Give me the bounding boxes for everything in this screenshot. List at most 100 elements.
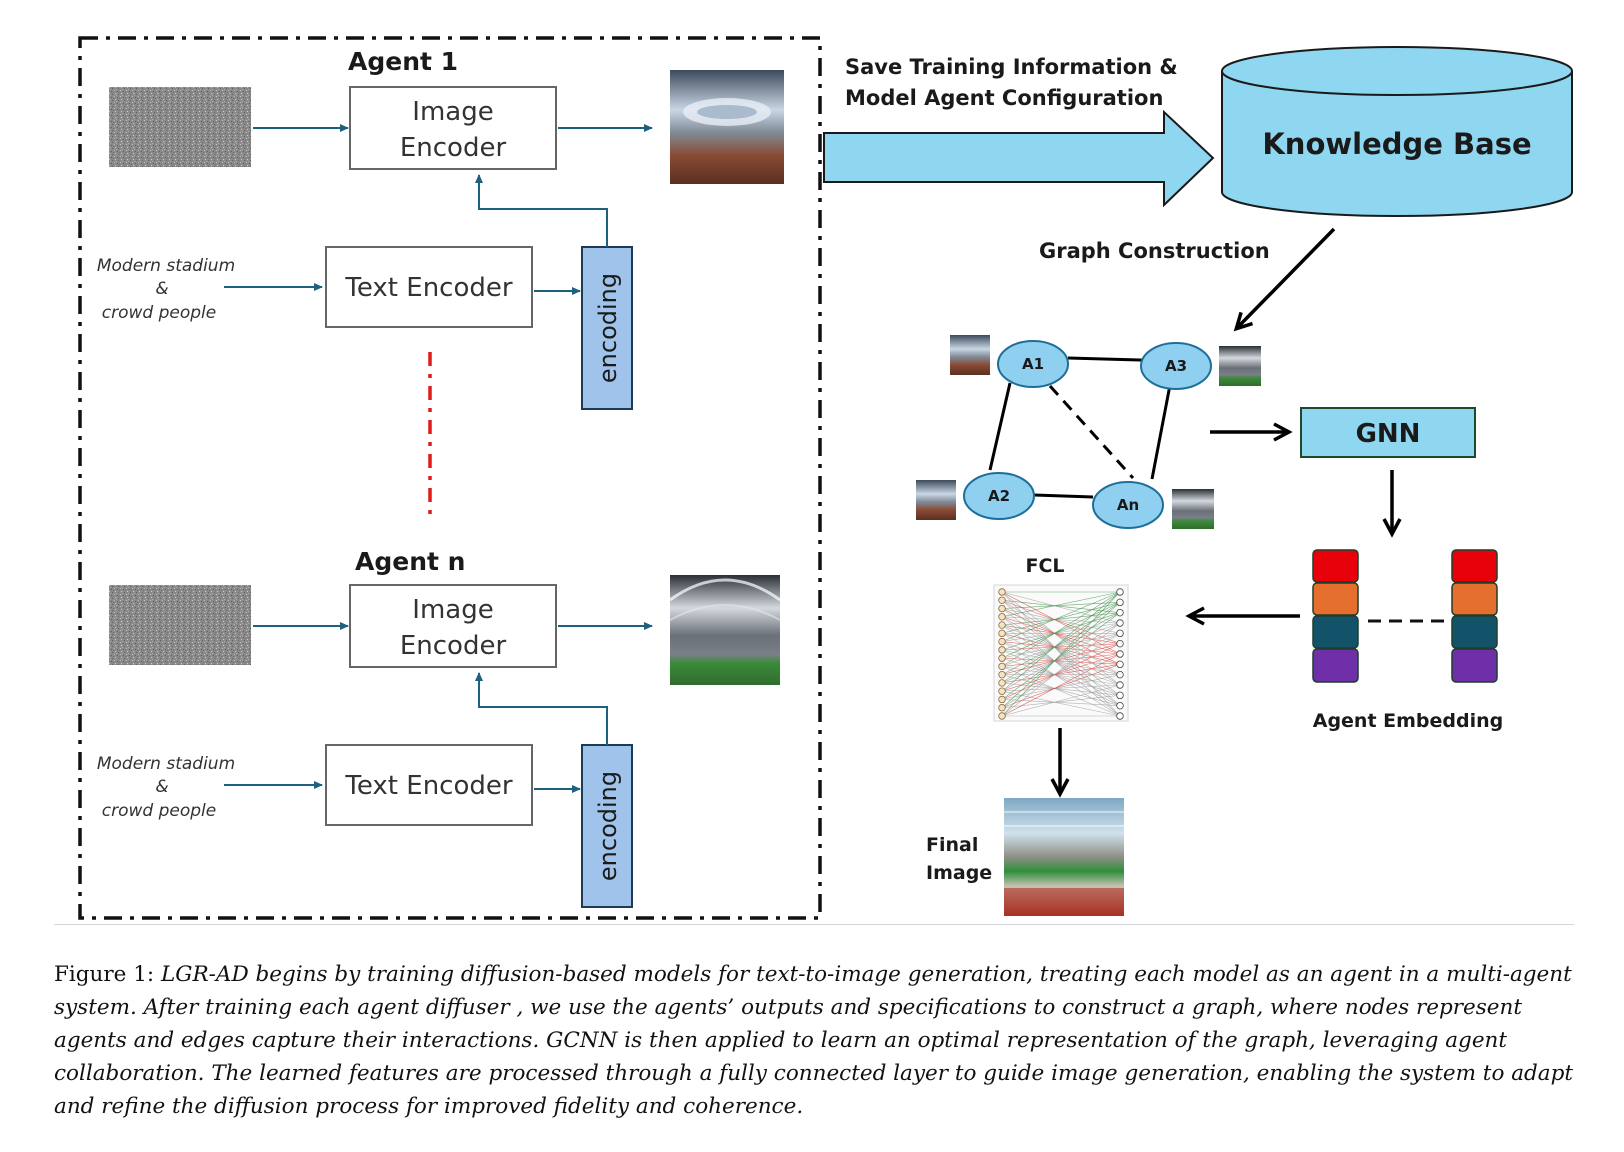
caption-label: Figure 1:	[54, 962, 155, 987]
encoding-box-1	[581, 246, 633, 410]
fcl-output-neuron	[1116, 639, 1124, 648]
caption-text: LGR-AD begins by training diffusion-base…	[54, 962, 1574, 1119]
fcl-input-neuron	[998, 662, 1006, 671]
arrow-kb-to-graph	[1233, 227, 1336, 332]
final-image-label-line1: Final	[926, 834, 978, 856]
fcl-network	[993, 584, 1129, 722]
text-encoder-label-1: Text Encoder	[344, 273, 512, 303]
text-encoder-box-n	[325, 744, 533, 826]
fcl-connection	[1001, 653, 1121, 717]
fcl-output-neuron	[1116, 619, 1124, 627]
agent-embedding-label: Agent Embedding	[1313, 710, 1504, 732]
fcl-input-neuron	[998, 687, 1006, 695]
thumbnail-a2	[916, 480, 956, 520]
fcl-input-neuron	[998, 588, 1006, 596]
fcl-output-neuron	[1116, 691, 1124, 700]
fcl-connection	[1001, 602, 1121, 708]
image-encoder-label-1-line1: Image	[412, 97, 493, 127]
fcl-input-neuron	[998, 604, 1006, 613]
stadium-output-image-1	[670, 70, 784, 184]
encoding-label-n: encoding	[594, 771, 622, 881]
noise-image-1	[109, 87, 251, 167]
gnn-box	[1300, 407, 1476, 458]
fcl-connection	[1001, 599, 1121, 613]
fcl-connection	[1001, 602, 1121, 659]
fcl-input-neuron	[998, 629, 1006, 638]
embedding-column-2	[1451, 549, 1498, 683]
fcl-input-neuron	[998, 695, 1006, 704]
gnn-label: GNN	[1356, 419, 1421, 449]
fcl-output-neuron	[1116, 701, 1124, 710]
fcl-connection	[1001, 591, 1121, 717]
fcl-connection	[1001, 591, 1121, 624]
image-encoder-box-1	[349, 86, 557, 170]
fcl-connection	[1001, 684, 1121, 717]
fcl-input-neuron	[998, 704, 1006, 712]
thumbnail-a1	[950, 335, 990, 375]
embedding-cell-4	[1451, 648, 1498, 683]
agent-1-block: Agent 1 Image Encoder Modern stadium & c…	[97, 47, 784, 410]
fcl-connection	[1001, 591, 1121, 618]
embedding-cell-2	[1312, 582, 1359, 616]
edge-a3-an	[1150, 384, 1172, 480]
fcl-output-neuron	[1116, 629, 1124, 638]
fcl-input-neuron	[998, 621, 1006, 629]
prompt-1-line3: crowd people	[102, 303, 216, 323]
fcl-connection	[1001, 591, 1121, 642]
image-encoder-box-n	[349, 584, 557, 668]
arrow-encoding-to-image-encoder-1	[475, 174, 608, 247]
prompt-n-line3: crowd people	[102, 801, 216, 821]
thumbnail-a3	[1219, 346, 1261, 386]
fcl-input-neuron	[998, 646, 1006, 654]
prompt-1-line1: Modern stadium	[97, 256, 235, 276]
fcl-input-neuron	[998, 679, 1006, 687]
node-a2	[963, 472, 1035, 520]
image-encoder-label-n-line2: Encoder	[400, 631, 507, 661]
arrow-encoding-to-image-encoder-n	[475, 672, 608, 745]
knowledge-base-cylinder: Knowledge Base	[1221, 46, 1573, 217]
encoding-label-1: encoding	[594, 273, 622, 383]
fcl-output-neuron	[1116, 681, 1124, 689]
figure-caption: Figure 1: LGR-AD begins by training diff…	[54, 958, 1584, 1123]
fcl-input-neuron	[998, 596, 1006, 604]
node-a1	[997, 340, 1069, 388]
fcl-input-neuron	[998, 613, 1006, 621]
embedding-cell-3	[1312, 615, 1359, 649]
fcl-connection	[1001, 612, 1121, 626]
knowledge-base-label: Knowledge Base	[1262, 127, 1531, 161]
embedding-cell-1	[1451, 549, 1498, 583]
final-image	[1004, 798, 1124, 916]
edge-a1-an-dashed	[1048, 384, 1135, 480]
agent-1-title: Agent 1	[348, 47, 458, 76]
fcl-connection	[1001, 616, 1121, 624]
node-an	[1092, 481, 1164, 529]
edge-a2-an	[1033, 493, 1094, 499]
fcl-connection	[1001, 612, 1121, 675]
save-arrow-label-line2: Model Agent Configuration	[845, 86, 1163, 110]
fcl-connection	[1001, 591, 1121, 692]
embedding-cell-4	[1312, 648, 1359, 683]
fcl-output-neuron	[1116, 660, 1124, 669]
fcl-output-neuron	[1116, 650, 1124, 658]
fcl-input-neuron	[998, 712, 1006, 720]
fcl-input-neuron	[998, 670, 1006, 679]
agent-n-title: Agent n	[355, 547, 465, 576]
text-encoder-box-1	[325, 246, 533, 328]
fcl-connection	[1001, 591, 1121, 667]
prompt-n-line1: Modern stadium	[97, 754, 235, 774]
fcl-output-neuron	[1116, 608, 1124, 617]
fcl-connection	[1001, 622, 1121, 642]
image-encoder-label-n-line1: Image	[412, 595, 493, 625]
embedding-cell-3	[1451, 615, 1498, 649]
agents-panel-border	[78, 36, 822, 920]
image-encoder-label-1-line2: Encoder	[400, 133, 507, 163]
node-label-a2: A2	[988, 487, 1010, 505]
noise-image-n	[109, 585, 251, 665]
fcl-connection	[1001, 622, 1121, 667]
fcl-output-neuron	[1116, 712, 1124, 720]
fcl-connection	[1001, 622, 1121, 717]
fcl-label: FCL	[1025, 555, 1064, 577]
node-a3	[1140, 342, 1212, 390]
text-encoder-label-n: Text Encoder	[344, 771, 512, 801]
final-image-label-line2: Image	[926, 862, 992, 884]
